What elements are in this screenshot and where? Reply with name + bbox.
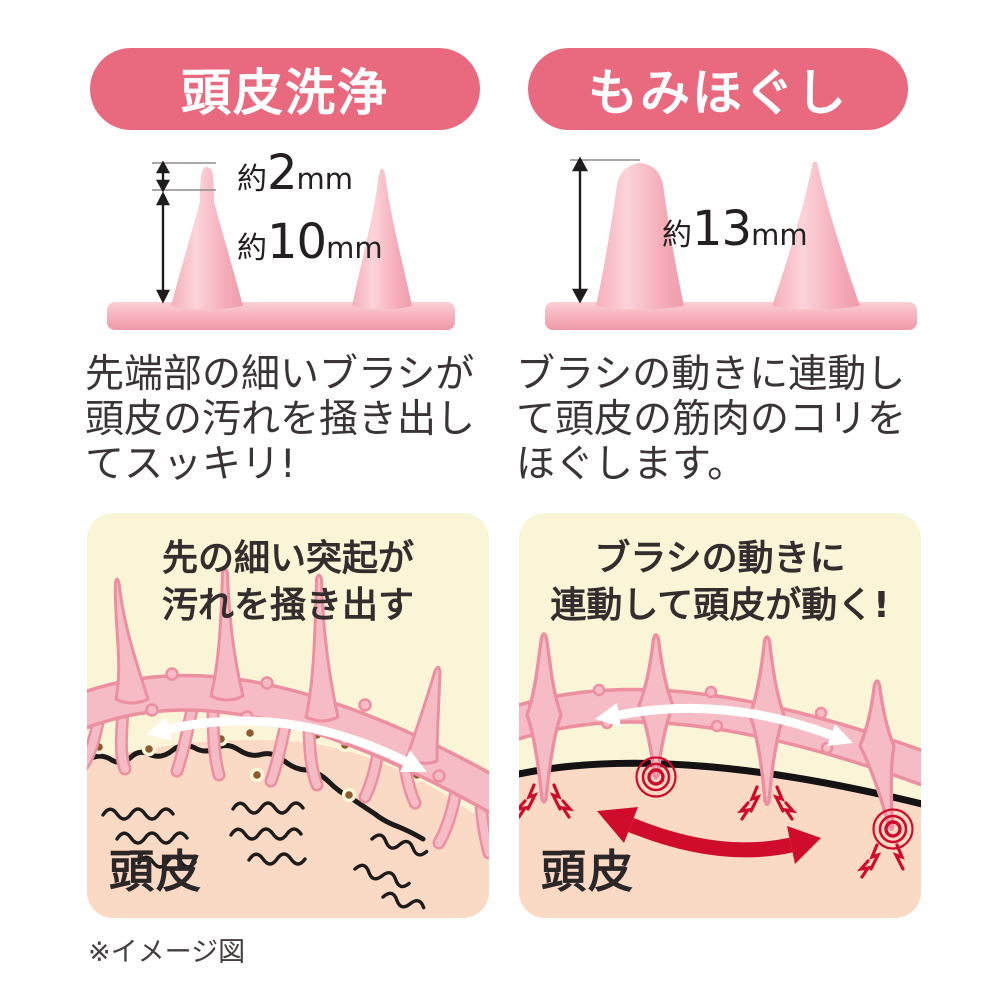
massage-panel-title: ブラシの動きに 連動して頭皮が動く!	[519, 535, 921, 629]
panel-title-line: 汚れを掻き出す	[161, 585, 414, 626]
band-nubs	[592, 683, 834, 755]
massage-illustration-panel: ブラシの動きに 連動して頭皮が動く!	[519, 513, 921, 918]
approx-prefix: 約	[662, 218, 692, 253]
pressure-ripple-icon	[635, 756, 914, 850]
desc-line: 頭皮の汚れを掻き出し	[85, 397, 476, 442]
scalp-movement-arrow-icon	[597, 807, 821, 864]
massage-length-value: 13	[692, 201, 752, 257]
scalp-surface-line	[519, 759, 921, 808]
tip-length-value: 2	[267, 145, 298, 201]
massage-description: ブラシの動きに連動し て頭皮の筋肉のコリを ほぐします。	[516, 352, 956, 487]
panel-title-line: 連動して頭皮が動く!	[550, 585, 890, 626]
tip-length-label: 約2mm	[237, 149, 353, 197]
brush-sweep-arrow-icon	[595, 703, 853, 746]
massage-illustration	[519, 632, 921, 918]
image-disclaimer-note: ※イメージ図	[88, 937, 246, 968]
desc-line: てスッキリ!	[85, 442, 296, 487]
brush-band	[519, 691, 921, 783]
brush-sweep-arrow-icon	[146, 716, 427, 772]
desc-line: 先端部の細いブラシが	[85, 352, 475, 397]
massage-length-label: 約13mm	[662, 205, 808, 253]
desc-line: ブラシの動きに連動し	[516, 352, 906, 397]
cleansing-illustration-panel: 先の細い突起が 汚れを掻き出す	[87, 513, 489, 918]
impact-spark-icon	[519, 783, 905, 879]
badge-kneading-massage: もみほぐし	[528, 48, 908, 130]
pointed-bristle	[352, 168, 412, 310]
badge-scalp-cleansing: 頭皮洗浄	[90, 48, 480, 130]
fine-tip-bristle	[171, 167, 243, 310]
panel-title-line: 先の細い突起が	[161, 538, 414, 579]
desc-line: ほぐします。	[516, 442, 747, 487]
massage-length-unit: mm	[751, 218, 808, 252]
cone-bristle	[772, 162, 860, 310]
cleansing-description: 先端部の細いブラシが 頭皮の汚れを掻き出し てスッキリ!	[85, 352, 525, 487]
body-length-unit: mm	[326, 231, 383, 265]
brush-spikes	[113, 567, 442, 765]
massage-bristle-diagram	[545, 156, 917, 330]
measurement-arrow-icon	[155, 160, 171, 304]
approx-prefix: 約	[237, 231, 267, 266]
desc-line: て頭皮の筋肉のコリを	[516, 397, 907, 442]
body-length-label: 約10mm	[237, 218, 383, 266]
scalp-label: 頭皮	[109, 845, 204, 898]
dome-bristle	[596, 163, 684, 310]
measurement-arrow-icon	[571, 156, 589, 304]
tip-length-unit: mm	[296, 162, 354, 196]
body-length-value: 10	[267, 214, 327, 270]
badge-scalp-cleansing-label: 頭皮洗浄	[181, 64, 389, 122]
hair-squiggles	[101, 801, 429, 910]
fine-bristle-diagram	[107, 160, 455, 330]
panel-title-line: ブラシの動きに	[594, 538, 846, 579]
cleansing-panel-title: 先の細い突起が 汚れを掻き出す	[87, 535, 489, 629]
cleansing-illustration	[87, 567, 489, 918]
approx-prefix: 約	[237, 162, 267, 197]
scalp-surface-line	[87, 742, 426, 842]
scalp-label: 頭皮	[541, 845, 636, 898]
badge-kneading-massage-label: もみほぐし	[588, 64, 848, 122]
scalp-area	[519, 763, 921, 918]
